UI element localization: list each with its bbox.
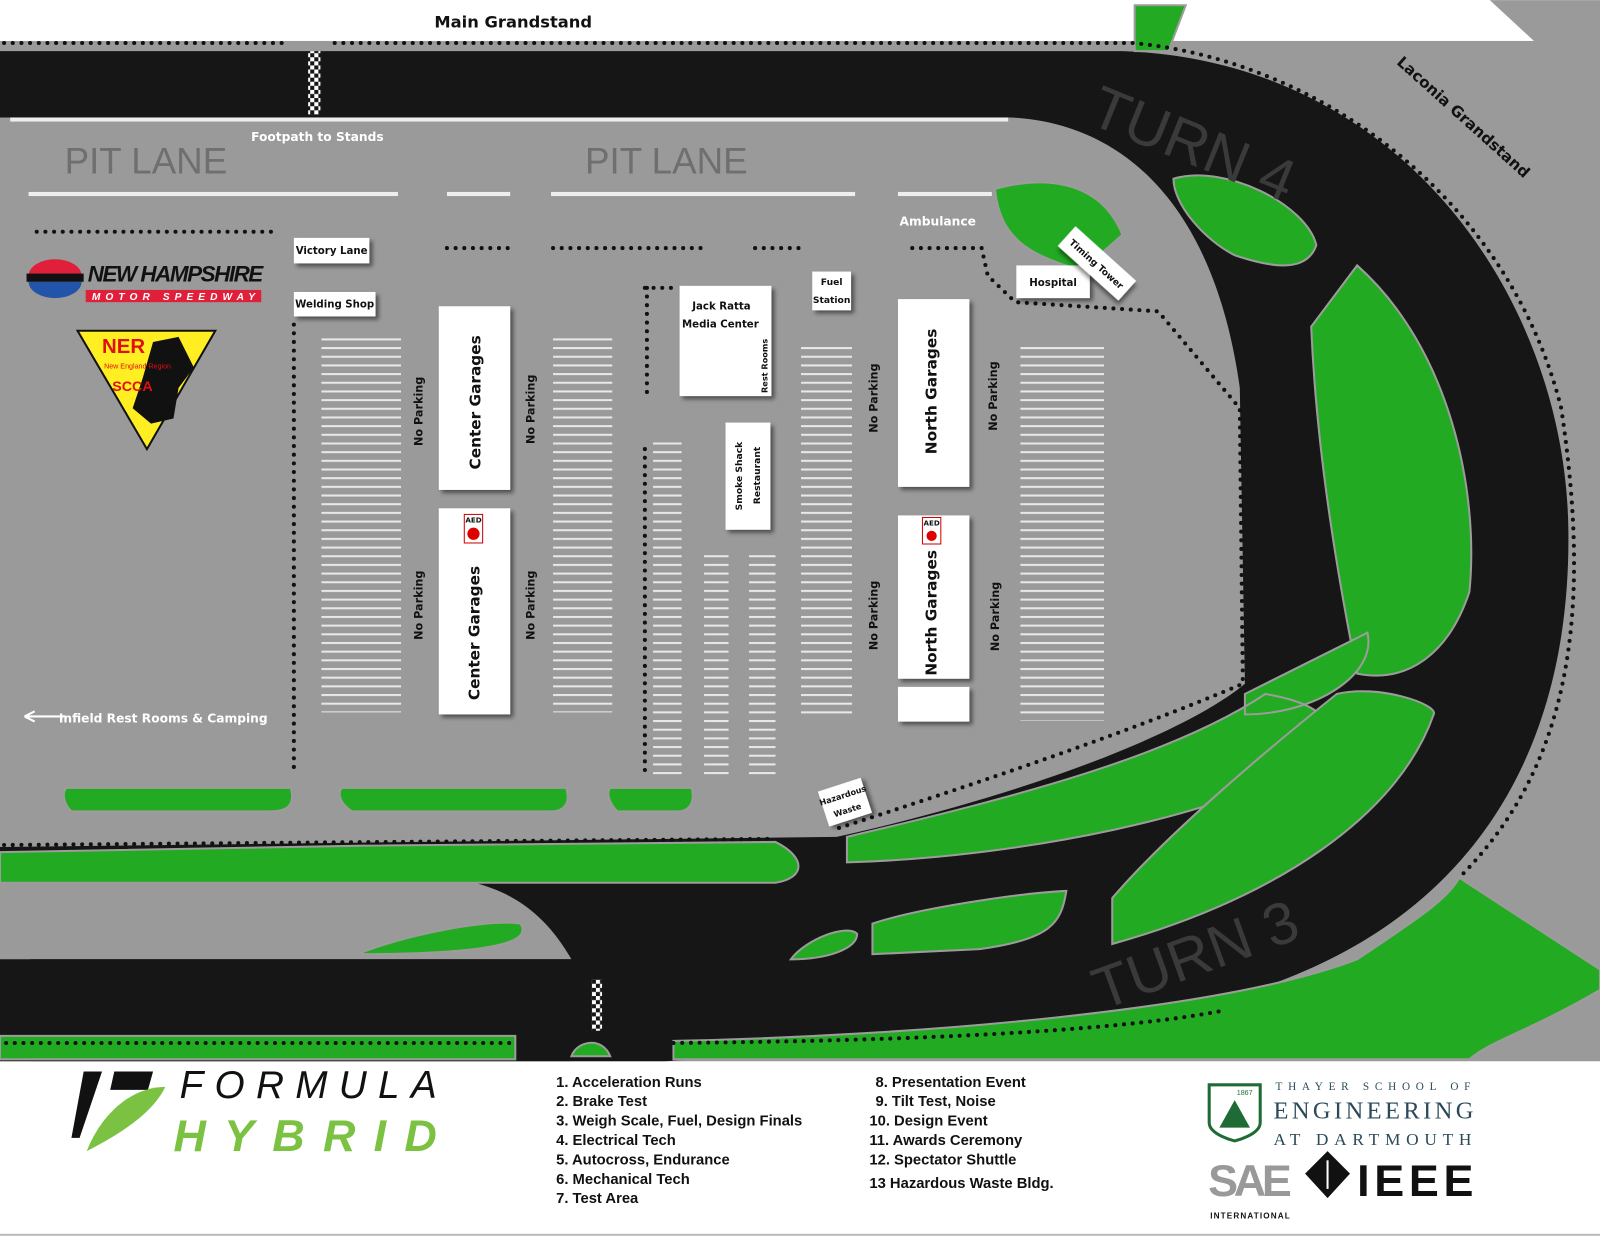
legend-item: 12. Spectator Shuttle [869, 1152, 1016, 1168]
svg-text:Hospital: Hospital [1029, 278, 1077, 289]
building-box [897, 686, 970, 722]
svg-text:No Parking: No Parking [525, 375, 538, 444]
svg-text:No Parking: No Parking [868, 363, 881, 432]
welding-shop-box: Welding Shop [293, 291, 376, 317]
grass [1111, 690, 1435, 946]
ieee-logo: IEEE [1305, 1151, 1473, 1206]
svg-text:SCCA: SCCA [112, 379, 152, 395]
sae-logo: SAE INTERNATIONAL [1208, 1155, 1292, 1220]
pit-lane-lines [28, 191, 992, 197]
svg-text:Smoke Shack: Smoke Shack [734, 441, 745, 510]
ambulance-label: Ambulance [900, 215, 976, 229]
legend-col2: 8. Presentation Event 9. Tilt Test, Nois… [869, 1075, 1053, 1192]
svg-text:Rest Rooms: Rest Rooms [759, 339, 769, 393]
ner-scca-logo: NER New England Region SCCA [75, 329, 218, 452]
svg-text:Fuel: Fuel [821, 277, 843, 288]
legend-item: 9. Tilt Test, Noise [876, 1094, 996, 1110]
grass [672, 876, 1600, 1061]
arrow-left-icon [24, 710, 66, 723]
svg-text:NEW HAMPSHIRE: NEW HAMPSHIRE [88, 262, 265, 287]
svg-text:North Garages: North Garages [923, 329, 941, 455]
parking-stalls [321, 334, 1105, 776]
legend-item: 6. Mechanical Tech [556, 1172, 690, 1188]
main-grandstand-label: Main Grandstand [434, 13, 592, 32]
svg-text:Center Garages: Center Garages [467, 335, 485, 469]
svg-text:FORMULA: FORMULA [180, 1064, 437, 1107]
start-finish-line [308, 51, 321, 115]
pit-lane-label: PIT LANE [65, 141, 228, 182]
grass [0, 840, 800, 884]
no-parking-labels: No Parking No Parking No Parking No Park… [412, 361, 1002, 651]
start-finish-line [591, 979, 603, 1031]
hospital-box: Hospital [1016, 265, 1090, 299]
svg-text:ENGINEERING: ENGINEERING [1273, 1097, 1473, 1124]
legend-item: 7. Test Area [556, 1191, 639, 1207]
nhms-logo: NEW HAMPSHIRE MOTOR SPEEDWAY [26, 259, 265, 303]
pit-lane-label: PIT LANE [585, 141, 748, 182]
center-garages-north: Center Garages [438, 306, 511, 490]
svg-text:IEEE: IEEE [1357, 1155, 1473, 1206]
svg-text:Restaurant: Restaurant [752, 446, 763, 504]
infield-label: Infield Rest Rooms & Camping [59, 712, 268, 726]
svg-text:Media Center: Media Center [682, 320, 759, 331]
legend-panel [0, 1061, 1600, 1238]
grass [356, 921, 524, 956]
legend-item: 8. Presentation Event [876, 1075, 1026, 1091]
north-garages-south: North Garages AED [897, 515, 970, 679]
legend-item: 1. Acceleration Runs [556, 1075, 702, 1091]
legend-item: 2. Brake Test [556, 1094, 647, 1110]
footpath-line [10, 117, 1009, 122]
grass [607, 786, 694, 813]
svg-text:No Parking: No Parking [987, 361, 1000, 430]
svg-text:MOTOR SPEEDWAY: MOTOR SPEEDWAY [92, 292, 256, 303]
lower-track [30, 874, 1021, 1062]
svg-text:1867: 1867 [1237, 1089, 1253, 1097]
grass [1310, 263, 1473, 677]
svg-text:No Parking: No Parking [525, 571, 538, 640]
svg-text:THAYER SCHOOL OF: THAYER SCHOOL OF [1276, 1081, 1474, 1093]
bottom-border [0, 1233, 1600, 1236]
svg-text:SAE: SAE [1208, 1155, 1292, 1206]
grass [1172, 174, 1318, 267]
svg-text:No Parking: No Parking [412, 571, 425, 640]
svg-text:No Parking: No Parking [989, 582, 1002, 651]
fence-lines [2, 40, 1577, 1046]
legend-item: 11. Awards Ceremony [869, 1133, 1023, 1149]
svg-text:New England Region: New England Region [104, 362, 171, 370]
svg-text:INTERNATIONAL: INTERNATIONAL [1210, 1211, 1290, 1220]
legend-col1: 1. Acceleration Runs 2. Brake Test 3. We… [556, 1075, 802, 1207]
aed-icon: AED [923, 519, 939, 528]
svg-text:Victory Lane: Victory Lane [296, 246, 368, 257]
svg-text:Station: Station [813, 295, 851, 306]
svg-text:No Parking: No Parking [868, 581, 881, 650]
grass [788, 929, 859, 961]
victory-lane-box: Victory Lane [293, 237, 370, 264]
svg-text:Jack Ratta: Jack Ratta [691, 301, 750, 312]
grass [1133, 4, 1188, 53]
legend-item: 3. Weigh Scale, Fuel, Design Finals [556, 1114, 802, 1130]
legend-item: 13 Hazardous Waste Bldg. [869, 1176, 1053, 1192]
legend-item: 10. Design Event [869, 1114, 987, 1130]
corner-ne [1489, 0, 1600, 103]
svg-text:No Parking: No Parking [412, 377, 425, 446]
svg-text:Center Garages: Center Garages [466, 566, 484, 700]
svg-text:Welding Shop: Welding Shop [295, 299, 374, 310]
svg-text:North Garages: North Garages [923, 550, 941, 676]
north-garages-north: North Garages [897, 299, 970, 487]
footpath-label: Footpath to Stands [251, 130, 384, 144]
grass [338, 786, 569, 813]
legend-item: 4. Electrical Tech [556, 1133, 676, 1149]
smoke-shack-box: Smoke Shack Restaurant [725, 422, 771, 530]
legend-item: 5. Autocross, Endurance [556, 1152, 730, 1168]
grass [62, 786, 294, 813]
svg-text:NER: NER [102, 336, 145, 358]
grass [871, 889, 1068, 956]
center-garages-south: Center Garages AED [438, 508, 511, 715]
aed-icon: AED [465, 516, 481, 525]
